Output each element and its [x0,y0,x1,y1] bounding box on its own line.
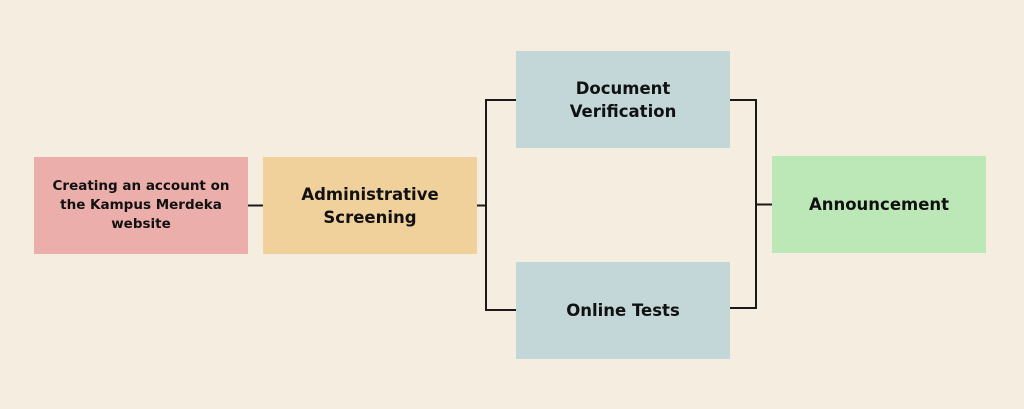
step-online-tests: Online Tests [516,262,730,359]
step-document-verification: Document Verification [516,51,730,148]
step-announcement: Announcement [772,156,986,253]
step-create-account: Creating an account on the Kampus Merdek… [34,157,248,254]
step-administrative-screening: Administrative Screening [263,157,477,254]
